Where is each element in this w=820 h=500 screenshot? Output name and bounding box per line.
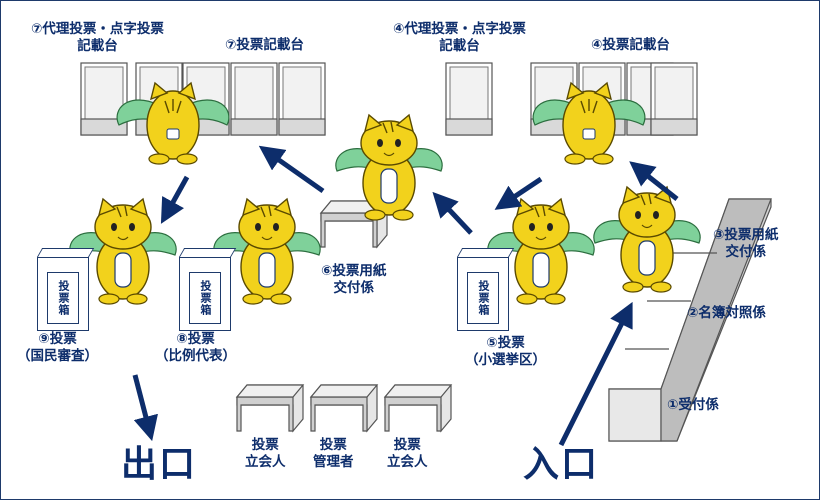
label-line: ⑦代理投票・点字投票 (31, 21, 164, 37)
mascot-entering (593, 186, 701, 293)
ballot-box-label: 投票箱 (199, 280, 212, 316)
label-line: ⑧投票 (176, 331, 215, 347)
exit-label: 出口 (121, 444, 198, 485)
label-line: ⑦投票記載台 (225, 37, 304, 53)
label-reception-1: ①受付係 (667, 397, 719, 414)
booth-left-3 (230, 62, 278, 136)
label-line: 記載台 (439, 38, 480, 54)
label-line: （比例代表） (155, 348, 236, 364)
label-ballot-issuer-3: ③投票用紙 交付係 (713, 227, 778, 261)
booth-proxy-right (445, 62, 493, 136)
label-line: （国民審査） (17, 348, 98, 364)
label-vote-5: ⑤投票 （小選挙区） (465, 335, 546, 369)
ballot-box-label: 投票箱 (57, 280, 70, 316)
label-writing-booth-7: ⑦投票記載台 (225, 37, 304, 54)
label-line: 記載台 (77, 38, 118, 54)
label-vote-8: ⑧投票 （比例代表） (155, 331, 236, 365)
label-line: ①受付係 (667, 397, 719, 413)
label-line: ②名簿対照係 (687, 305, 766, 321)
arrow-to-booth-left (258, 145, 325, 194)
label-register-check-2: ②名簿対照係 (687, 305, 766, 322)
label-witness-2: 投票 立会人 (387, 437, 428, 471)
label-line: 管理者 (313, 454, 354, 470)
arrow-entrance-up (558, 301, 633, 447)
label-line: 交付係 (333, 280, 374, 296)
label-line: ⑥投票用紙 (321, 263, 387, 279)
label-proxy-booth-4: ④代理投票・点字投票 記載台 (393, 21, 526, 55)
ballot-box-8: 投票箱 (179, 248, 237, 331)
label-vote-9: ⑨投票 （国民審査） (17, 331, 98, 365)
label-line: （小選挙区） (465, 352, 546, 368)
label-ballot-issuer-6: ⑥投票用紙 交付係 (321, 263, 386, 297)
ballot-box-9: 投票箱 (37, 248, 95, 331)
flow-arrows (132, 145, 679, 447)
booth-left-4 (278, 62, 326, 136)
ballot-box-label: 投票箱 (477, 280, 490, 316)
manager-table (310, 384, 378, 432)
label-line: 投票 (251, 437, 279, 453)
label-proxy-booth-7: ⑦代理投票・点字投票 記載台 (31, 21, 164, 55)
label-witness-1: 投票 立会人 (245, 437, 286, 471)
reception-counter (608, 198, 772, 442)
arrow-to-box-5 (494, 176, 543, 210)
arrow-to-box-9 (160, 175, 190, 224)
arrow-to-booth-right (629, 161, 679, 201)
label-line: ④投票記載台 (591, 37, 670, 53)
label-line: 投票 (319, 437, 347, 453)
label-line: ③投票用紙 (713, 227, 779, 243)
label-line: 立会人 (245, 454, 286, 470)
label-line: ⑨投票 (38, 331, 77, 347)
label-line: 投票 (393, 437, 421, 453)
ballot-box-5: 投票箱 (457, 248, 515, 331)
label-line: 交付係 (725, 244, 766, 260)
label-line: 立会人 (387, 454, 428, 470)
label-manager: 投票 管理者 (313, 437, 354, 471)
arrow-exit-down (132, 374, 158, 442)
arrow-to-table-6 (432, 191, 473, 235)
booth-right-4 (650, 62, 698, 136)
witness-table-2 (384, 384, 452, 432)
label-line: ⑤投票 (486, 335, 525, 351)
witness-table-1 (236, 384, 304, 432)
label-writing-booth-4: ④投票記載台 (591, 37, 670, 54)
entrance-label: 入口 (523, 444, 600, 485)
label-line: ④代理投票・点字投票 (393, 21, 526, 37)
